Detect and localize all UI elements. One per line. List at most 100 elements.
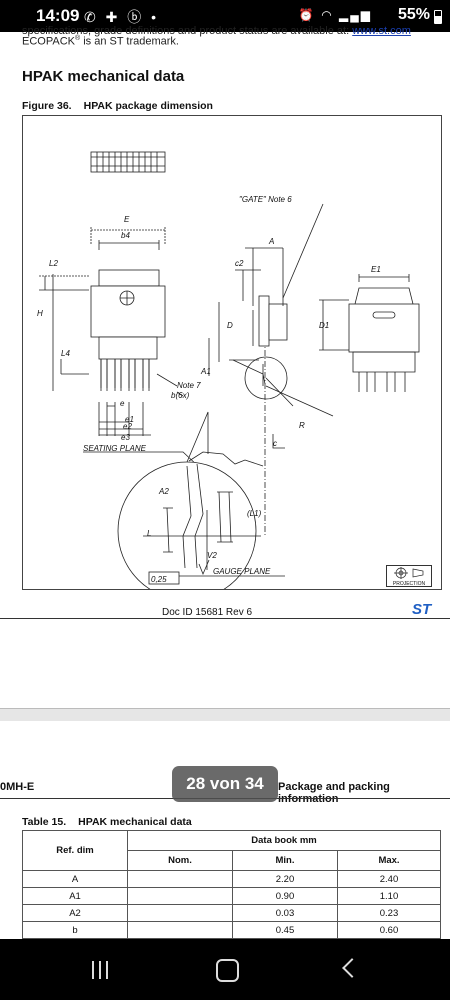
projection-symbol: PROJECTION — [386, 565, 432, 587]
label-L1: (L1) — [247, 509, 262, 518]
document-id: Doc ID 15681 Rev 6 — [162, 607, 253, 618]
cell-ref: A — [22, 870, 128, 888]
mechanical-data-table: Ref. dim Data book mm Nom. Min. Max. A 2… — [22, 830, 441, 939]
cell-nom — [127, 887, 233, 905]
cell-nom — [127, 904, 233, 922]
cell-min: 0.45 — [232, 921, 338, 939]
table-number: Table 15. — [22, 816, 67, 828]
drawing-labels: "GATE" Note 6 E b4 L2 H L4 A c2 D A1 Not… — [37, 195, 381, 584]
projection-icon — [394, 567, 424, 579]
trademark-text: is an ST trademark. — [80, 35, 179, 48]
system-icons: ⏰ ◠ ▂▄▆ — [299, 8, 372, 22]
st-logo: ST — [412, 601, 432, 618]
cell-max: 2.40 — [337, 870, 441, 888]
data-book-header: Data book mm — [127, 830, 441, 851]
page-separator — [0, 708, 450, 722]
home-icon[interactable] — [216, 959, 239, 982]
label-b6x: b(6x) — [171, 391, 190, 400]
label-D1: D1 — [319, 321, 329, 330]
registered-mark: ® — [74, 35, 81, 42]
cell-max: 0.60 — [337, 921, 441, 939]
page-indicator: 28 von 34 — [172, 766, 278, 802]
header-part-number: 0MH-E — [0, 781, 35, 793]
cell-max: 0.23 — [337, 904, 441, 922]
col-max-header: Max. — [337, 850, 441, 871]
label-c: c — [273, 439, 277, 448]
label-b4: b4 — [121, 231, 130, 240]
cell-nom — [127, 870, 233, 888]
label-A2: A2 — [158, 487, 169, 496]
cell-min: 0.90 — [232, 887, 338, 905]
recent-apps-icon[interactable] — [90, 961, 110, 979]
notification-icons: ✆ ✚ ⓑ • — [84, 7, 159, 27]
back-icon[interactable] — [342, 958, 362, 978]
figure-number: Figure 36. — [22, 100, 72, 112]
cut-off-sentence: specifications, grade definitions and pr… — [22, 25, 350, 37]
pdf-page-2[interactable]: 0MH-E Package and packing information Ta… — [0, 721, 450, 939]
battery-percent: 55% — [397, 6, 430, 23]
table-row: A1 0.90 1.10 — [22, 887, 441, 905]
status-bar: 14:09 ✆ ✚ ⓑ • ⏰ ◠ ▂▄▆ 55% — [0, 0, 450, 32]
battery-icon — [434, 10, 442, 24]
label-L2: L2 — [49, 259, 58, 268]
plus-notification-icon: ✚ — [105, 9, 121, 25]
clock: 14:09 — [36, 6, 80, 25]
label-A: A — [268, 237, 274, 246]
figure-caption: Figure 36. HPAK package dimension — [22, 100, 213, 112]
label-R: R — [299, 421, 305, 430]
cell-nom — [127, 921, 233, 939]
top-view — [90, 151, 166, 173]
col-min-header: Min. — [232, 850, 338, 871]
label-E: E — [124, 215, 130, 224]
table-row: b 0.45 0.60 — [22, 921, 441, 939]
label-e: e — [120, 399, 125, 408]
app-notification-icon: ⓑ — [127, 9, 145, 25]
footer-divider — [0, 618, 450, 619]
label-e2: e2 — [123, 422, 132, 431]
label-L: L — [147, 529, 151, 538]
pdf-page-1[interactable]: specifications, grade definitions and pr… — [0, 25, 450, 620]
gate-note-label: "GATE" Note 6 — [239, 195, 292, 204]
front-view — [39, 226, 199, 467]
package-dimension-drawing: "GATE" Note 6 E b4 L2 H L4 A c2 D A1 Not… — [22, 115, 442, 590]
cell-ref: A2 — [22, 904, 128, 922]
detail-view — [117, 411, 285, 589]
label-note7: Note 7 — [177, 381, 201, 390]
label-V2: V2 — [207, 551, 217, 560]
figure-title: HPAK package dimension — [83, 100, 213, 112]
header-section: Package and packing information — [278, 781, 390, 805]
section-title: HPAK mechanical data — [22, 68, 185, 85]
trademark-brand: ECOPACK — [22, 35, 75, 48]
label-A1: A1 — [200, 367, 211, 376]
navigation-bar — [0, 939, 450, 1000]
side-view — [208, 203, 334, 536]
label-H: H — [37, 309, 43, 318]
label-L4: L4 — [61, 349, 70, 358]
projection-label: PROJECTION — [392, 581, 426, 587]
table-row: A2 0.03 0.23 — [22, 904, 441, 922]
col-nom-header: Nom. — [127, 850, 233, 871]
cell-min: 2.20 — [232, 870, 338, 888]
cell-min: 0.03 — [232, 904, 338, 922]
label-gauge-plane: GAUGE PLANE — [213, 567, 271, 576]
table-row: A 2.20 2.40 — [22, 870, 441, 888]
label-c2: c2 — [235, 259, 244, 268]
signal-icon: ▂▄▆ — [339, 8, 372, 22]
table-caption: Table 15. HPAK mechanical data — [22, 816, 192, 828]
label-e1: e1 — [125, 415, 134, 424]
trademark-note: ECOPACK® is an ST trademark. — [22, 35, 179, 48]
cut-off-text: specifications, grade definitions and pr… — [22, 25, 411, 37]
cell-ref: b — [22, 921, 128, 939]
label-gauge-value: 0,25 — [151, 575, 167, 584]
label-seating-plane: SEATING PLANE — [83, 444, 147, 453]
ref-dim-header: Ref. dim — [22, 830, 128, 871]
label-E1: E1 — [371, 265, 381, 274]
st-website-link[interactable]: www.st.com — [352, 25, 411, 37]
label-e3: e3 — [121, 433, 130, 442]
cell-max: 1.10 — [337, 887, 441, 905]
cell-ref: A1 — [22, 887, 128, 905]
wifi-icon: ◠ — [321, 8, 334, 22]
alarm-icon: ⏰ — [298, 8, 316, 22]
dot-icon: • — [151, 9, 160, 25]
table-title: HPAK mechanical data — [78, 816, 192, 828]
